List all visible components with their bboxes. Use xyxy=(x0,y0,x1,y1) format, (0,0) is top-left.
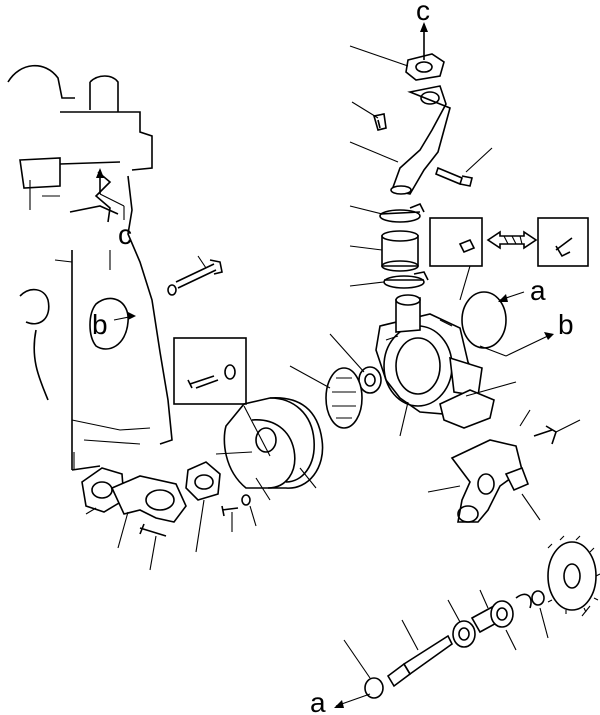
snap-ring xyxy=(515,593,532,609)
cover-gasket xyxy=(251,419,296,489)
label-b-right: b xyxy=(558,309,574,340)
ref-arrow-c-left xyxy=(96,168,125,220)
bearing-1 xyxy=(452,620,476,648)
ref-arrow-b-right xyxy=(479,332,554,357)
pipe-gasket-right xyxy=(185,461,221,501)
impeller xyxy=(325,367,363,429)
elbow-gasket xyxy=(439,389,495,429)
leader-lines xyxy=(73,45,591,679)
gear-nut xyxy=(531,590,545,606)
label-a-right: a xyxy=(530,275,546,306)
bolt-cover xyxy=(221,505,239,517)
rear-cover xyxy=(223,397,324,489)
water-pump-body xyxy=(375,294,483,415)
inset-bolt-washer xyxy=(173,337,247,405)
outlet-elbow xyxy=(450,439,523,523)
shaft-bushing xyxy=(364,677,384,699)
ref-arrow-c-top xyxy=(420,22,428,60)
ref-arrow-a-right xyxy=(498,291,525,302)
label-c-top: c xyxy=(416,0,430,26)
label-b-left: b xyxy=(92,309,108,340)
label-a-bottom: a xyxy=(310,687,326,715)
label-c-left: c xyxy=(118,219,132,250)
double-arrow xyxy=(486,230,538,250)
ref-arrow-a-bottom xyxy=(334,693,371,708)
inset-nut xyxy=(429,217,483,267)
bolt-lower-left xyxy=(139,523,167,537)
bolt-elbow xyxy=(533,425,557,445)
inlet-pipe xyxy=(110,475,187,523)
ref-arrow-b-left xyxy=(113,312,136,321)
pump-shaft xyxy=(386,634,454,688)
washer-cover xyxy=(241,494,251,506)
engine-block xyxy=(7,64,173,471)
drive-gear xyxy=(547,535,600,614)
inset-bolt xyxy=(537,217,589,267)
plug xyxy=(504,466,530,492)
bolt-engine-mount xyxy=(167,259,223,296)
o-ring xyxy=(461,291,507,349)
hose-and-clamps xyxy=(379,202,429,289)
bearing-2 xyxy=(490,600,514,628)
water-outlet-assembly xyxy=(372,53,473,195)
